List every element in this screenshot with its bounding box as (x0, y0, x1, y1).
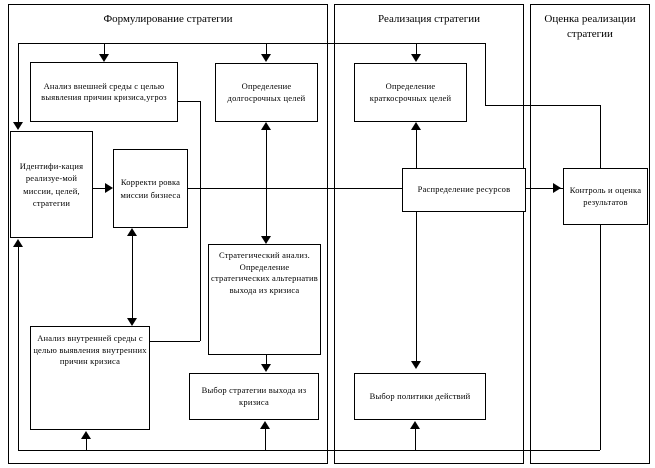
process-box-external-analysis[interactable]: Анализ внешней среды с целью выявления п… (30, 62, 178, 122)
arrowhead-up-to-identification (13, 239, 23, 247)
arrowhead-up-to-action-policy (410, 421, 420, 429)
process-box-label: Стратегический анализ. Определение страт… (211, 250, 318, 295)
process-box-label: Идентифи-кация реализуе-мой миссии, целе… (19, 160, 84, 209)
arrowhead-to-identification (13, 122, 23, 130)
process-box-label: Корректи ровка миссии бизнеса (120, 177, 181, 200)
connector-bottom-to-internal-analysis (86, 439, 87, 450)
process-box-strategic-analysis[interactable]: Стратегический анализ. Определение страт… (208, 244, 321, 355)
arrowhead-down-to-internal-analysis (127, 318, 137, 326)
connector-shortterm-policy-double (416, 126, 417, 365)
process-box-label: Контроль и оценка результатов (569, 185, 642, 207)
arrowhead-to-strategy-choice (261, 364, 271, 372)
process-box-action-policy[interactable]: Выбор политики действий (354, 373, 486, 420)
column-title-evaluation: Оценка реализации стратегии (544, 13, 636, 40)
connector-external-analysis-down (200, 101, 201, 341)
column-frame-evaluation (530, 4, 650, 464)
column-title-implementation: Реализация стратегии (377, 13, 481, 25)
process-box-label: Определение краткосрочных целей (369, 81, 452, 103)
column-frame-formulation (8, 4, 328, 464)
connector-bus-to-short-term-goals (416, 43, 417, 55)
connector-bottom-to-identification (18, 247, 19, 450)
connector-top-bus (18, 43, 485, 44)
process-box-internal-analysis[interactable]: Анализ внутренней среды с целью выявлени… (30, 326, 150, 430)
process-box-strategy-choice[interactable]: Выбор стратегии выхода из кризиса (189, 373, 319, 420)
connector-bottom-to-action-policy (415, 429, 416, 450)
connector-external-to-internal (150, 341, 200, 342)
connector-bus-to-long-term-goals (266, 43, 267, 55)
connector-identification-to-correction (93, 188, 106, 189)
process-box-label: Выбор стратегии выхода из кризиса (201, 385, 307, 407)
connector-external-analysis-out (178, 101, 200, 102)
connector-goals-strategic-double (266, 126, 267, 240)
process-box-label: Анализ внутренней среды с целью выявлени… (33, 333, 147, 366)
connector-eval-trunk (600, 105, 601, 450)
connector-feedback-to-eval-bus (485, 105, 600, 106)
process-box-short-term-goals[interactable]: Определение краткосрочных целей (354, 63, 467, 122)
process-box-resource-allocation[interactable]: Распределение ресурсов (402, 168, 526, 212)
connector-correction-internal-double (132, 232, 133, 322)
arrowhead-up-to-short-term-goals (411, 122, 421, 130)
connector-strategic-to-choice (266, 355, 267, 365)
process-box-label: Выбор политики действий (369, 390, 471, 401)
arrowhead-down-to-strategic-analysis (261, 236, 271, 244)
process-box-identification[interactable]: Идентифи-кация реализуе-мой миссии, целе… (10, 131, 93, 238)
connector-top-bus-drop (485, 43, 486, 105)
connector-bus-to-external-analysis (104, 43, 105, 55)
arrowhead-up-to-internal-analysis (81, 431, 91, 439)
connector-bus-to-identification (18, 43, 19, 123)
arrowhead-down-to-action-policy (411, 361, 421, 369)
process-box-label: Определение долгосрочных целей (227, 81, 306, 103)
column-title-formulation: Формулирование стратегии (103, 13, 233, 25)
arrowhead-to-mission-correction (105, 183, 113, 193)
arrowhead-to-short-term-goals (411, 54, 421, 62)
arrowhead-to-external-analysis (99, 54, 109, 62)
column-frame-implementation (334, 4, 524, 464)
process-box-long-term-goals[interactable]: Определение долгосрочных целей (215, 63, 318, 122)
connector-bottom-feedback-bus (18, 450, 600, 451)
process-box-label: Распределение ресурсов (417, 184, 511, 195)
connector-correction-to-right-bus (188, 188, 563, 189)
arrowhead-to-control-evaluation (553, 183, 561, 193)
process-box-mission-correction[interactable]: Корректи ровка миссии бизнеса (113, 149, 188, 228)
connector-bottom-to-strategy-choice (265, 429, 266, 450)
arrowhead-up-to-mission-correction (127, 228, 137, 236)
process-box-label: Анализ внешней среды с целью выявления п… (41, 80, 167, 103)
arrowhead-up-to-strategy-choice (260, 421, 270, 429)
arrowhead-to-long-term-goals (261, 54, 271, 62)
arrowhead-up-to-long-term-goals (261, 122, 271, 130)
process-box-control-evaluation[interactable]: Контроль и оценка результатов (563, 168, 648, 225)
